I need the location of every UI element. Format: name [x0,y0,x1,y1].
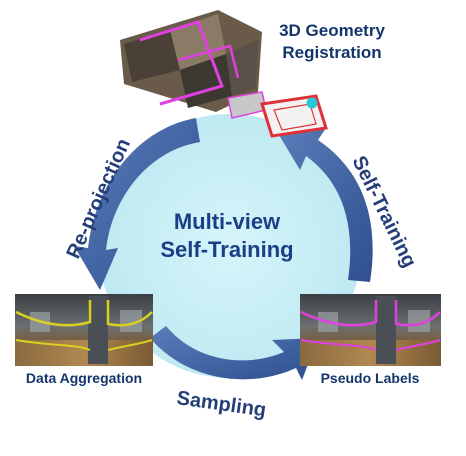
self-training-arrow [276,128,373,282]
reprojection-arrow [74,118,200,290]
center-title-line2: Self-Training [160,237,294,262]
3d-geometry-model-image [120,10,328,138]
geometry-registration-label: 3D Geometry Registration [262,20,402,64]
data-aggregation-panorama [15,294,153,366]
center-title-line1: Multi-view [173,209,281,234]
pseudo-labels-panorama [300,294,441,366]
geometry-label-line1: 3D Geometry [279,21,385,40]
pseudo-labels-label: Pseudo Labels [320,370,420,386]
data-aggregation-label: Data Aggregation [25,370,143,386]
center-title: Multi-view Self-Training [122,208,332,264]
center-circle [98,114,362,378]
geometry-label-line2: Registration [282,43,382,62]
sampling-label: Sampling [175,387,267,421]
sampling-arrow [150,326,318,380]
